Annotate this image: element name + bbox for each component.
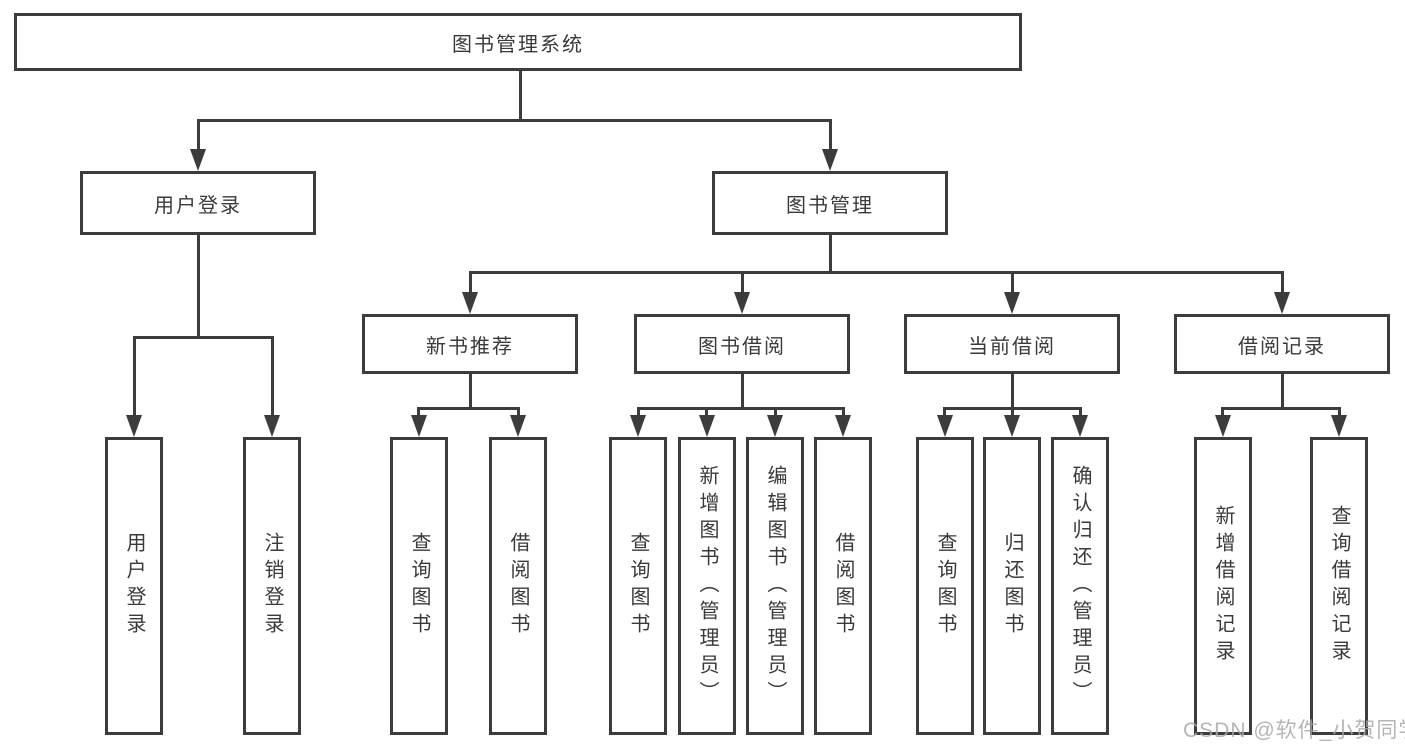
connector-book-borrow-stem <box>741 374 744 410</box>
arrowhead-down-icon <box>462 292 478 314</box>
arrowhead-down-icon <box>1072 415 1088 437</box>
node-book-borrow: 图书借阅 <box>634 314 850 374</box>
leaf-label: 查询图书 <box>934 532 956 640</box>
leaf-label: 借阅图书 <box>832 532 854 640</box>
arrowhead-down-icon <box>1331 415 1347 437</box>
connector-user-login-stem <box>197 235 200 339</box>
leaf-borrow-books-recommend: 借阅图书 <box>489 437 547 735</box>
arrowhead-down-icon <box>1215 415 1231 437</box>
connector-new-book-recommend-split <box>417 407 520 410</box>
arrowhead-down-icon <box>835 415 851 437</box>
connector-user-login-split <box>133 336 274 339</box>
csdn-watermark: CSDN @软件_小贺同学 <box>1183 719 1405 742</box>
connector-drop-leaf <box>637 407 640 417</box>
connector-drop-leaf <box>943 407 946 417</box>
connector-drop-new-book-recommend <box>469 271 472 294</box>
leaf-confirm-return-admin: 确认归还（管理员） <box>1051 437 1109 735</box>
connector-drop-leaf <box>774 407 777 417</box>
connector-drop-book-management <box>829 119 832 152</box>
connector-drop-user-login <box>197 119 200 152</box>
connector-current-borrow-stem <box>1011 374 1014 410</box>
leaf-label: 新增借阅记录 <box>1212 505 1234 667</box>
leaf-query-borrow-record: 查询借阅记录 <box>1310 437 1368 735</box>
connector-drop-leaf <box>705 407 708 417</box>
arrowhead-down-icon <box>510 415 526 437</box>
connector-drop-leaf-logout <box>271 336 274 417</box>
connector-new-book-recommend-stem <box>469 374 472 410</box>
leaf-user-login: 用户登录 <box>105 437 163 735</box>
connector-drop-borrow-records <box>1281 271 1284 294</box>
arrowhead-down-icon <box>1004 292 1020 314</box>
connector-book-borrow-split <box>637 407 845 410</box>
node-current-borrow: 当前借阅 <box>904 314 1120 374</box>
leaf-label: 确认归还（管理员） <box>1069 464 1091 708</box>
node-user-login: 用户登录 <box>80 171 316 235</box>
leaf-label: 查询借阅记录 <box>1328 505 1350 667</box>
leaf-return-books: 归还图书 <box>983 437 1041 735</box>
connector-drop-leaf <box>417 407 420 417</box>
connector-level3-split <box>469 271 1284 274</box>
leaf-label: 查询图书 <box>627 532 649 640</box>
arrowhead-down-icon <box>937 415 953 437</box>
leaf-label: 新增图书（管理员） <box>696 464 718 708</box>
connector-drop-leaf <box>1079 407 1082 417</box>
root-node: 图书管理系统 <box>14 13 1022 71</box>
node-new-book-recommend: 新书推荐 <box>362 314 578 374</box>
connector-drop-leaf-user-login <box>133 336 136 417</box>
arrowhead-down-icon <box>126 415 142 437</box>
arrowhead-down-icon <box>822 149 838 171</box>
connector-book-management-stem <box>829 235 832 274</box>
leaf-borrow-books: 借阅图书 <box>814 437 872 735</box>
arrowhead-down-icon <box>1274 292 1290 314</box>
connector-drop-leaf <box>1011 407 1014 417</box>
leaf-logout: 注销登录 <box>243 437 301 735</box>
connector-drop-current-borrow <box>1011 271 1014 294</box>
arrowhead-down-icon <box>1004 415 1020 437</box>
leaf-label: 归还图书 <box>1001 532 1023 640</box>
arrowhead-down-icon <box>630 415 646 437</box>
leaf-label: 编辑图书（管理员） <box>764 464 786 708</box>
connector-borrow-records-stem <box>1281 374 1284 410</box>
connector-borrow-records-split <box>1221 407 1341 410</box>
connector-drop-leaf <box>1338 407 1341 417</box>
node-book-management: 图书管理 <box>712 171 948 235</box>
connector-level2-split <box>197 119 832 122</box>
leaf-edit-books-admin: 编辑图书（管理员） <box>746 437 804 735</box>
arrowhead-down-icon <box>734 292 750 314</box>
arrowhead-down-icon <box>699 415 715 437</box>
connector-drop-leaf <box>517 407 520 417</box>
leaf-add-borrow-record: 新增借阅记录 <box>1194 437 1252 735</box>
leaf-add-books-admin: 新增图书（管理员） <box>678 437 736 735</box>
leaf-label: 用户登录 <box>123 532 145 640</box>
node-borrow-records: 借阅记录 <box>1174 314 1390 374</box>
leaf-query-books-borrow: 查询图书 <box>609 437 667 735</box>
connector-drop-book-borrow <box>741 271 744 294</box>
arrowhead-down-icon <box>767 415 783 437</box>
leaf-query-books-current: 查询图书 <box>916 437 974 735</box>
arrowhead-down-icon <box>264 415 280 437</box>
connector-drop-leaf <box>1221 407 1224 417</box>
connector-root-stem <box>519 70 522 121</box>
leaf-label: 注销登录 <box>261 532 283 640</box>
leaf-label: 借阅图书 <box>507 532 529 640</box>
arrowhead-down-icon <box>411 415 427 437</box>
arrowhead-down-icon <box>190 149 206 171</box>
leaf-label: 查询图书 <box>408 532 430 640</box>
connector-drop-leaf <box>842 407 845 417</box>
leaf-query-books-recommend: 查询图书 <box>390 437 448 735</box>
